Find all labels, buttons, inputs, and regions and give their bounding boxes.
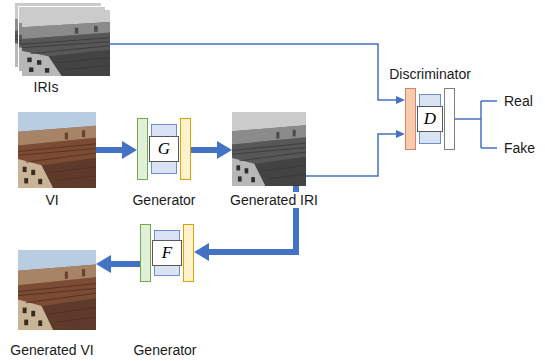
arrow-head [396, 130, 405, 138]
node-label: Generator [131, 342, 198, 358]
output-label: Real [502, 93, 535, 109]
iri-stack-image [14, 2, 110, 76]
connector-line [306, 134, 397, 176]
symbol-box: F [152, 240, 182, 266]
network-block: FGenerator [140, 224, 194, 282]
block-symbol: G [150, 137, 178, 161]
arrow-head [217, 141, 232, 159]
block-symbol: D [418, 107, 442, 131]
node-label: Generated IRI [228, 192, 320, 208]
layer-bar [137, 118, 148, 180]
connector [96, 141, 137, 159]
block-symbol: F [153, 241, 181, 265]
output-label: Fake [502, 140, 537, 156]
node-label: IRIs [32, 79, 61, 95]
network-block: GGenerator [137, 118, 191, 180]
node-label: VI [43, 192, 60, 208]
network-block: DDiscriminator [405, 88, 455, 150]
arrow-head [396, 96, 405, 104]
connector-line [110, 261, 140, 267]
visible-image [18, 112, 96, 188]
connector-line [110, 44, 397, 100]
layer-bar [180, 118, 191, 180]
generated-visible-image [18, 250, 96, 330]
symbol-box: G [149, 136, 179, 162]
node-label: Discriminator [387, 66, 473, 82]
connector [110, 44, 405, 104]
arrow-head [96, 255, 111, 273]
output-branch-lines [455, 101, 497, 148]
image-node: IRIs [14, 2, 110, 76]
node-label: Generator [130, 192, 197, 208]
layer-bar [140, 224, 151, 282]
layer-bar [405, 88, 416, 150]
node-label: Generated VI [8, 342, 95, 358]
connector [96, 255, 140, 273]
layer-bar [444, 88, 455, 150]
arrow-head [122, 141, 137, 159]
connector-line [191, 147, 218, 153]
image-node: Generated IRI [232, 112, 306, 186]
connector [191, 141, 232, 159]
generated-iri-image [232, 112, 306, 186]
symbol-box: D [417, 106, 443, 132]
image-node: VI [18, 112, 96, 188]
iri-image [22, 10, 110, 76]
image-node: Generated VI [18, 250, 96, 330]
connector-line [96, 147, 123, 153]
connector [306, 130, 405, 176]
layer-bar [183, 224, 194, 282]
arrow-head [194, 243, 209, 261]
